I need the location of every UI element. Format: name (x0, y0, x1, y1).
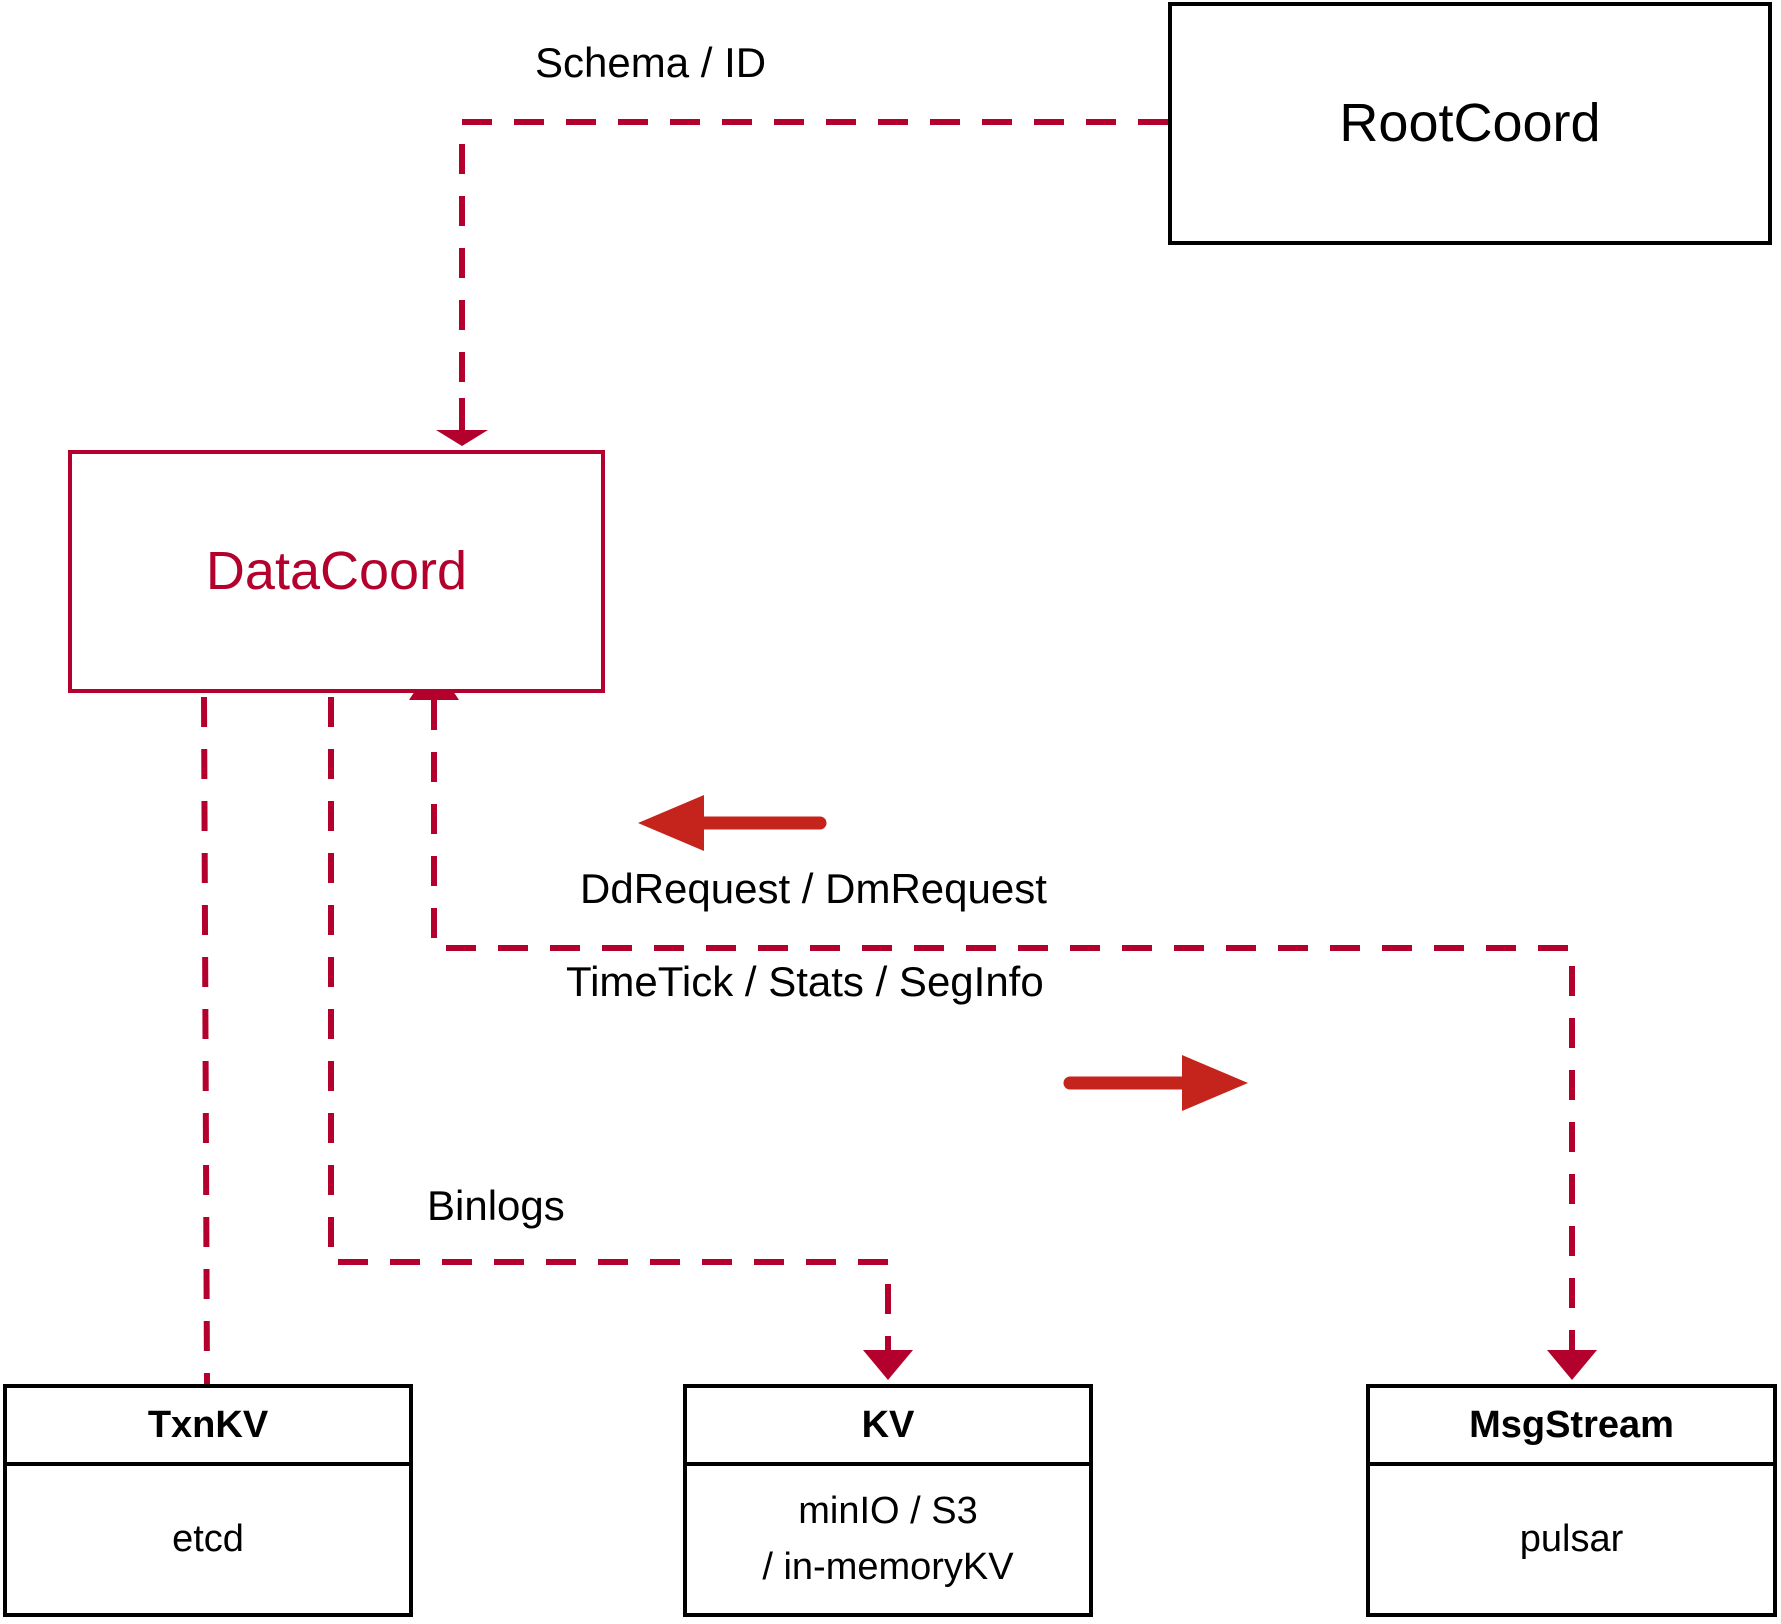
node-txnkv-body-line-1: etcd (172, 1517, 244, 1560)
edge-rootcoord-to-datacoord (436, 119, 1168, 446)
node-rootcoord-label: RootCoord (1339, 92, 1601, 153)
node-rootcoord[interactable]: RootCoord (1168, 2, 1772, 245)
node-kv-body-line-1: minIO / S3 (798, 1490, 978, 1533)
node-txnkv-title: TxnKV (7, 1388, 409, 1466)
edge-label-schema-id: Schema / ID (535, 39, 767, 86)
edge-datacoord-to-txnkv (201, 696, 210, 1385)
direction-marker-left-arrow-ddrequest (638, 795, 827, 851)
edge-label-binlogs: Binlogs (427, 1182, 565, 1229)
node-kv-body: minIO / S3 / in-memoryKV (687, 1466, 1089, 1613)
edge-datacoord-to-kv (328, 697, 913, 1380)
node-kv-title: KV (687, 1388, 1089, 1466)
node-msgstream-body: pulsar (1370, 1466, 1773, 1613)
node-kv[interactable]: KV minIO / S3 / in-memoryKV (683, 1384, 1093, 1617)
node-txnkv[interactable]: TxnKV etcd (3, 1384, 413, 1617)
node-kv-body-line-2: / in-memoryKV (762, 1545, 1014, 1588)
edge-msgstream-datacoord-bus (409, 662, 1597, 1380)
edge-label-timetick-stats-seginfo: TimeTick / Stats / SegInfo (566, 958, 1044, 1005)
direction-marker-right-arrow-timetick (1063, 1055, 1248, 1111)
node-datacoord[interactable]: DataCoord (68, 450, 605, 693)
edge-label-dd-dm-request: DdRequest / DmRequest (580, 865, 1047, 912)
node-txnkv-body: etcd (7, 1466, 409, 1613)
node-msgstream-title: MsgStream (1370, 1388, 1773, 1466)
node-datacoord-label: DataCoord (205, 540, 468, 601)
node-msgstream-body-line-1: pulsar (1519, 1517, 1624, 1560)
node-msgstream[interactable]: MsgStream pulsar (1366, 1384, 1777, 1617)
